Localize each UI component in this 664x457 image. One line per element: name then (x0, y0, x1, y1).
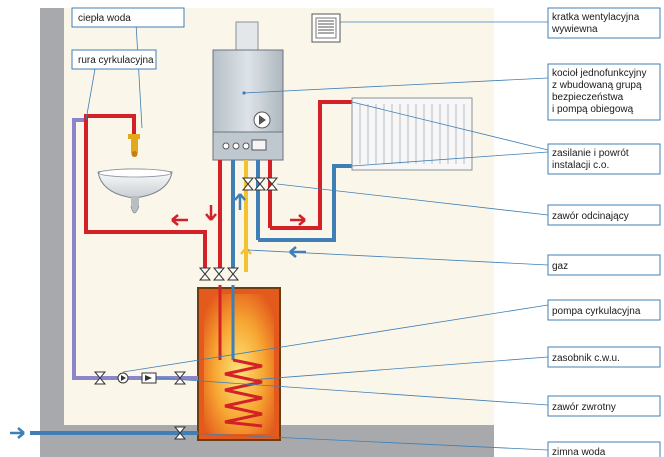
boiler-label-2: z wbudowaną grupą (552, 80, 642, 91)
circ-pipe-label: rura cyrkulacyjna (78, 55, 154, 66)
supply-return-label-1: zasilanie i powrót (552, 148, 629, 159)
dhw-tank-label: zasobnik c.w.u. (552, 353, 620, 364)
gas-label-box (547, 254, 661, 276)
circ-pipe-label-box (71, 49, 157, 70)
circulation-pipe (72, 118, 108, 380)
arrow-right-red (290, 214, 306, 226)
hot-water-label: ciepła woda (78, 13, 131, 24)
shutoff-valve-label: zawór odcinający (552, 211, 629, 222)
hot-water-label-box (71, 7, 185, 28)
cold-water-label: zimna woda (552, 447, 606, 457)
dhw-tank-label-box (547, 346, 661, 368)
return-from-radiator (258, 164, 352, 242)
shutoff-valve-icons (198, 177, 279, 281)
floor-slab (64, 440, 494, 457)
cold-water-valve-icon (173, 426, 187, 440)
shutoff-valve-label-box (547, 204, 661, 226)
vent-grille (311, 13, 341, 43)
circulation-pump-icon (93, 371, 187, 385)
sink-icon (97, 168, 173, 214)
supply-return-label-box (547, 143, 661, 175)
check-valve-label: zawór zwrotny (552, 402, 616, 413)
tap-icon (128, 134, 140, 157)
circ-pump-label-box (547, 299, 661, 321)
arrow-left-red (171, 214, 188, 226)
boiler-label-1: kocioł jednofunkcyjny (552, 68, 647, 79)
arrow-down-red (205, 205, 217, 221)
supply-to-radiator (270, 100, 352, 230)
leader-lines (85, 21, 549, 451)
boiler-label-4: i pompą obiegową (552, 104, 634, 115)
arrow-right-blue (10, 427, 25, 439)
arrow-up-blue (234, 193, 246, 210)
circ-pump-label: pompa cyrkulacyjna (552, 306, 641, 317)
arrow-up-yellow (240, 247, 252, 262)
vent-grille-label-box (547, 7, 661, 39)
radiator (351, 97, 473, 171)
boiler-label-box (547, 63, 661, 121)
dhw-tank (197, 285, 281, 441)
gas-label: gaz (552, 261, 568, 272)
hot-water-pipe (84, 114, 207, 272)
vent-grille-label-1: kratka wentylacyjna (552, 12, 640, 23)
vent-grille-label-2: wywiewna (551, 24, 598, 35)
boiler (212, 21, 284, 161)
cold-water-label-box (547, 441, 661, 457)
boiler-label-3: bezpieczeństwa (552, 92, 624, 103)
check-valve-label-box (547, 395, 661, 417)
supply-return-label-2: instalacji c.o. (552, 160, 609, 171)
wall (40, 8, 64, 433)
